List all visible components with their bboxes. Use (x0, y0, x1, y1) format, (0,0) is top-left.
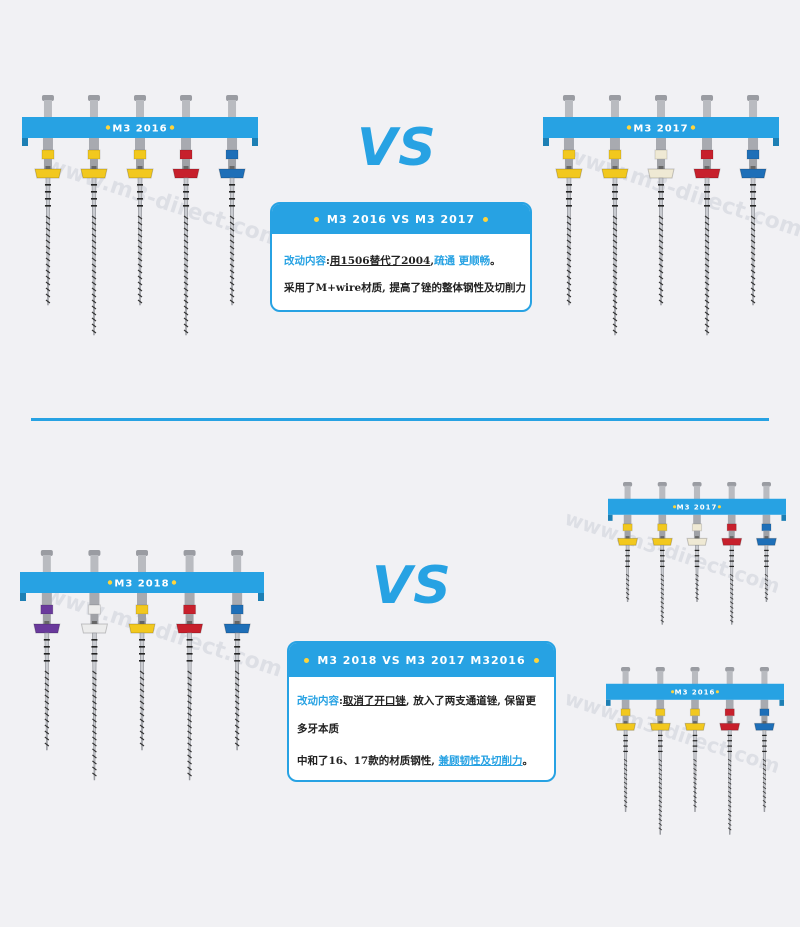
endodontic-file (223, 550, 251, 751)
card-title: M3 2018 VS M3 2017 M32016 (317, 653, 526, 667)
rack-label: M3 2016 (675, 688, 716, 696)
endodontic-file (719, 667, 741, 835)
comparison-card-2016-vs-2017: M3 2016 VS M3 2017 改动内容:用1506替代了2004,疏通 … (270, 202, 532, 312)
dot-icon (304, 657, 310, 663)
dot-icon (690, 125, 696, 130)
rack-label: M3 2017 (677, 503, 718, 511)
rack-label: M3 2017 (633, 123, 688, 134)
dot-icon (107, 580, 113, 585)
dot-icon (626, 125, 632, 130)
dot-icon (483, 216, 489, 222)
change-label: 改动内容 (297, 695, 339, 707)
endodontic-file (555, 95, 583, 306)
endodontic-file (649, 667, 671, 835)
file-rack-m3-2016-small: M3 2016 (606, 667, 784, 835)
rack-label-bar: M3 2017 (608, 498, 786, 521)
file-rack-m3-2017-small: M3 2017 (608, 482, 786, 625)
card-line-1: 改动内容:取消了开口锉, 放入了两支通道锉, 保留更 (297, 695, 537, 707)
endodontic-file (33, 550, 61, 751)
files-group (615, 667, 775, 835)
card-title-bar: M3 2016 VS M3 2017 (272, 204, 530, 234)
dot-icon (671, 690, 675, 694)
rack-label-bar: M3 2018 (20, 572, 264, 601)
card-body: 改动内容:取消了开口锉, 放入了两支通道锉, 保留更 多牙本质 中和了16、17… (289, 693, 554, 768)
rack-m3-2016-small: M3 2016 (606, 667, 784, 852)
highlight-text: 兼顾韧性及切削力 (438, 755, 523, 767)
card-line-2: 采用了M+wire材质, 提高了锉的整体钢性及切削力 (284, 282, 526, 294)
endodontic-file (753, 667, 775, 812)
dot-icon (313, 216, 319, 222)
file-rack-m3-2017: M3 2017 (543, 95, 779, 336)
endodontic-file (34, 95, 62, 306)
file-rack-m3-2018: M3 2018 (20, 550, 264, 781)
endodontic-file (80, 550, 109, 781)
dot-icon (673, 505, 677, 509)
files-group (34, 95, 246, 336)
rack-m3-2018: M3 2018 (20, 550, 264, 800)
rack-label: M3 2016 (112, 123, 167, 134)
card-line-3: 中和了16、17款的材质钢性, 兼顾韧性及切削力。 (297, 755, 534, 767)
rack-label-bar: M3 2016 (606, 683, 784, 706)
card-title-bar: M3 2018 VS M3 2017 M32016 (289, 643, 554, 677)
files-group (555, 95, 767, 336)
change-label: 改动内容 (284, 255, 326, 267)
card-body: 改动内容:用1506替代了2004,疏通 更顺畅。 采用了M+wire材质, 提… (272, 253, 530, 295)
dot-icon (171, 580, 177, 585)
rack-m3-2016: M3 2016 (22, 95, 258, 355)
endodontic-file (601, 95, 629, 336)
files-group (617, 482, 777, 625)
files-group (33, 550, 251, 781)
card-title: M3 2016 VS M3 2017 (326, 212, 476, 226)
endodontic-file (615, 667, 637, 812)
comparison-card-2018-vs-2017-2016: M3 2018 VS M3 2017 M32016 改动内容:取消了开口锉, 放… (287, 641, 556, 782)
endodontic-file (684, 667, 706, 812)
endodontic-file (693, 95, 721, 336)
dot-icon (169, 125, 175, 130)
endodontic-file (651, 482, 673, 625)
vs-label-bottom: VS (372, 556, 452, 616)
card-line-1: 改动内容:用1506替代了2004,疏通 更顺畅。 (284, 255, 501, 267)
section-divider (31, 418, 769, 421)
endodontic-file (721, 482, 743, 625)
dot-icon (717, 505, 721, 509)
endodontic-file (686, 482, 708, 602)
endodontic-file (617, 482, 639, 602)
dot-icon (715, 690, 719, 694)
endodontic-file (126, 95, 154, 306)
endodontic-file (755, 482, 777, 602)
card-line-2: 多牙本质 (297, 723, 339, 735)
dot-icon (105, 125, 111, 130)
rack-m3-2017: M3 2017 (543, 95, 779, 355)
endodontic-file (218, 95, 246, 306)
rack-label-bar: M3 2017 (543, 117, 779, 146)
file-rack-m3-2016: M3 2016 (22, 95, 258, 336)
highlight-text: 疏通 更顺畅 (434, 255, 491, 267)
change-text: 取消了开口锉 (342, 695, 406, 707)
rack-label: M3 2018 (114, 578, 169, 589)
endodontic-file (128, 550, 156, 751)
rack-m3-2017-small: M3 2017 (608, 482, 786, 642)
rack-label-bar: M3 2016 (22, 117, 258, 146)
endodontic-file (175, 550, 204, 781)
endodontic-file (80, 95, 108, 336)
dot-icon (533, 657, 539, 663)
endodontic-file (647, 95, 675, 306)
vs-label-top: VS (357, 118, 437, 178)
endodontic-file (739, 95, 767, 306)
change-text: 用1506替代了2004 (329, 255, 431, 267)
endodontic-file (172, 95, 200, 336)
